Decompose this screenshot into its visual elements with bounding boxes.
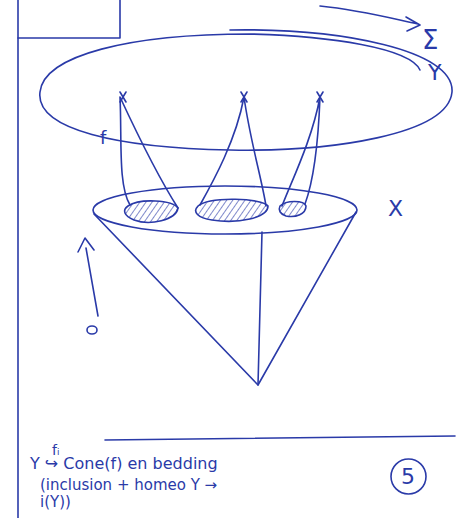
cone-sides [94, 212, 356, 385]
mapping-lines [120, 97, 178, 208]
circled-number: 5 [389, 457, 428, 496]
up-arrow [78, 238, 98, 316]
point-mark [317, 92, 323, 102]
circle-outline [391, 459, 426, 494]
frame-line [17, 0, 19, 518]
mapping-lines [282, 97, 320, 206]
space-name: Σ [422, 26, 438, 56]
space-name: Y [428, 60, 441, 85]
map-name: f [100, 128, 106, 149]
space-x-ellipse [93, 186, 357, 234]
cone-line [258, 232, 262, 385]
space-name: X [388, 196, 403, 221]
note-text: Y ↪ Cone(f) en bedding [30, 455, 218, 473]
number-text: 5 [401, 464, 415, 489]
hatched-region [279, 202, 306, 217]
hatched-region [196, 199, 268, 221]
mapping-lines [200, 97, 266, 206]
base-point [87, 326, 97, 334]
arrow-stroke [320, 6, 420, 31]
point-mark [241, 92, 247, 102]
frame-line [18, 0, 120, 38]
note-text: (inclusion + homeo Y → i(Y)) [40, 477, 230, 512]
hatched-region [125, 201, 178, 222]
point-mark [120, 92, 126, 102]
separator-line [105, 436, 455, 440]
space-y-loop [40, 30, 452, 150]
